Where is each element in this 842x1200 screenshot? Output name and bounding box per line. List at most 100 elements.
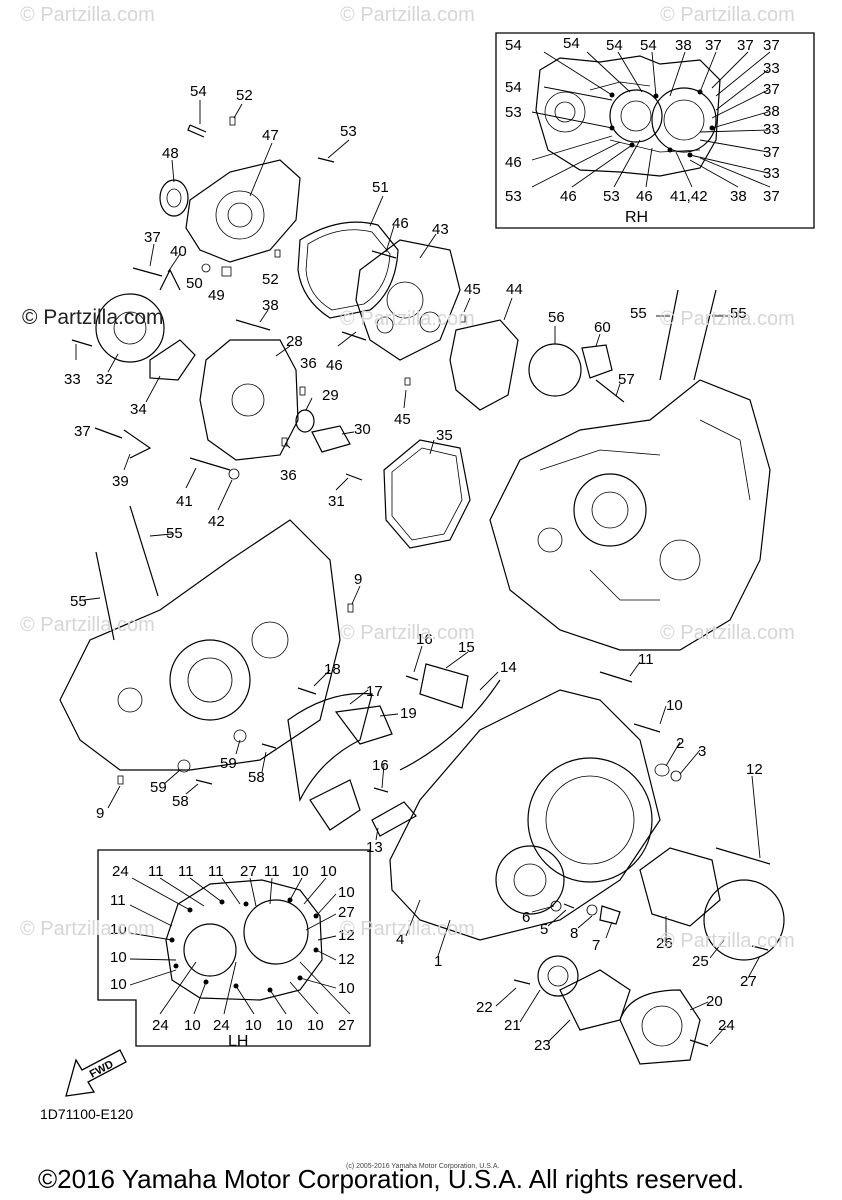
rh-callout: 46 — [560, 188, 577, 205]
part-callout: 1 — [434, 953, 442, 970]
part-callout: 45 — [394, 411, 411, 428]
lh-inset: 24 11 11 11 27 11 10 10 11 10 27 10 12 1… — [97, 849, 371, 1050]
part-callout: 55 — [166, 525, 183, 542]
part-callout: 37 — [144, 229, 161, 246]
watermark: © Partzilla.com — [660, 308, 795, 330]
part-callout: 59 — [220, 755, 237, 772]
lh-callout: 10 — [245, 1017, 262, 1034]
watermark: © Partzilla.com — [340, 4, 475, 26]
watermark: © Partzilla.com — [660, 4, 795, 26]
rh-callout: 53 — [603, 188, 620, 205]
watermark: © Partzilla.com — [340, 622, 475, 644]
part-callout: 30 — [354, 421, 371, 438]
fwd-arrow: FWD — [65, 1049, 127, 1097]
lh-callout: 24 — [152, 1017, 169, 1034]
part-callout: 47 — [262, 127, 279, 144]
part-callout: 48 — [162, 145, 179, 162]
part-callout: 51 — [372, 179, 389, 196]
watermark: © Partzilla.com — [660, 930, 795, 952]
part-callout: 55 — [730, 305, 747, 322]
rh-callout: 54 — [505, 37, 522, 54]
part-callout: 27 — [740, 973, 757, 990]
part-callout: 38 — [262, 297, 279, 314]
rh-callout: 33 — [763, 60, 780, 77]
lh-callout: 24 — [112, 863, 129, 880]
lh-callout: 10 — [110, 976, 127, 993]
lh-callout: 11 — [148, 863, 164, 880]
part-callout: 53 — [340, 123, 357, 140]
lh-inset-cover-drawing — [165, 879, 323, 1001]
rh-inset-label: RH — [625, 209, 648, 226]
diagram-code: 1D71100-E120 — [40, 1106, 134, 1122]
part-callout: 10 — [666, 697, 683, 714]
rh-callout: 33 — [763, 121, 780, 138]
part-callout: 46 — [326, 357, 343, 374]
part-callout: 52 — [262, 271, 279, 288]
watermark: © Partzilla.com — [22, 306, 164, 329]
part-callout: 49 — [208, 287, 225, 304]
part-callout: 21 — [504, 1017, 521, 1034]
part-callout: 37 — [74, 423, 91, 440]
part-callout: 17 — [366, 683, 383, 700]
part-callout: 55 — [630, 305, 647, 322]
watermark: © Partzilla.com — [660, 622, 795, 644]
part-callout: 54 — [190, 83, 207, 100]
rh-leader-lines — [531, 51, 771, 188]
part-callout: 16 — [372, 757, 389, 774]
part-callout: 15 — [458, 639, 475, 656]
part-callout: 31 — [328, 493, 345, 510]
part-callout: 52 — [236, 87, 253, 104]
part-callout: 3 — [698, 743, 706, 760]
part-callout: 6 — [522, 909, 530, 926]
lh-callout: 24 — [213, 1017, 230, 1034]
rh-callout: 46 — [505, 154, 522, 171]
part-callout: 25 — [692, 953, 709, 970]
part-callout: 50 — [186, 275, 203, 292]
part-callout: 36 — [280, 467, 297, 484]
part-callout: 45 — [464, 281, 481, 298]
watermark: © Partzilla.com — [20, 614, 155, 636]
rh-callout: 38 — [675, 37, 692, 54]
part-callout: 40 — [170, 243, 187, 260]
part-callout: 43 — [432, 221, 449, 238]
part-callout: 58 — [248, 769, 265, 786]
main-leader-lines — [75, 100, 761, 1045]
lh-callout: 10 — [292, 863, 309, 880]
part-callout: 46 — [392, 215, 409, 232]
lh-callout: 10 — [320, 863, 337, 880]
part-callout: 22 — [476, 999, 493, 1016]
lh-inset-label: LH — [228, 1033, 248, 1050]
lh-callout: 12 — [338, 927, 355, 944]
part-callout: 20 — [706, 993, 723, 1010]
lh-callout: 27 — [338, 904, 355, 921]
part-callout: 9 — [96, 805, 104, 822]
lh-callout: 10 — [276, 1017, 293, 1034]
watermark: © Partzilla.com — [20, 918, 155, 940]
right-crankcase-drawing — [489, 379, 771, 651]
rh-callout: 54 — [563, 35, 580, 52]
rh-callout: 38 — [763, 103, 780, 120]
watermark: © Partzilla.com — [340, 918, 475, 940]
footer-copyright: ©2016 Yamaha Motor Corporation, U.S.A. A… — [38, 1164, 745, 1194]
part-callout: 32 — [96, 371, 113, 388]
lh-callout: 10 — [338, 980, 355, 997]
part-callout: 24 — [718, 1017, 735, 1034]
rh-callout: 37 — [763, 188, 780, 205]
lh-callout: 10 — [307, 1017, 324, 1034]
lh-leader-lines — [129, 877, 351, 1015]
part-callout: 26 — [656, 935, 673, 952]
rh-callout: 53 — [505, 104, 522, 121]
rh-callout: 46 — [636, 188, 653, 205]
part-callout: 18 — [324, 661, 341, 678]
part-callout: 29 — [322, 387, 339, 404]
lh-callout: 27 — [240, 863, 257, 880]
part-callout: 9 — [354, 571, 362, 588]
rh-callout: 37 — [763, 37, 780, 54]
upper-cover-drawing — [71, 116, 717, 549]
part-callout: 44 — [506, 281, 523, 298]
lh-callout: 10 — [184, 1017, 201, 1034]
part-callout: 5 — [540, 921, 548, 938]
lh-callout: 11 — [110, 892, 126, 909]
rh-inset: 54 54 54 54 38 37 37 37 54 33 37 53 38 3… — [495, 32, 815, 229]
